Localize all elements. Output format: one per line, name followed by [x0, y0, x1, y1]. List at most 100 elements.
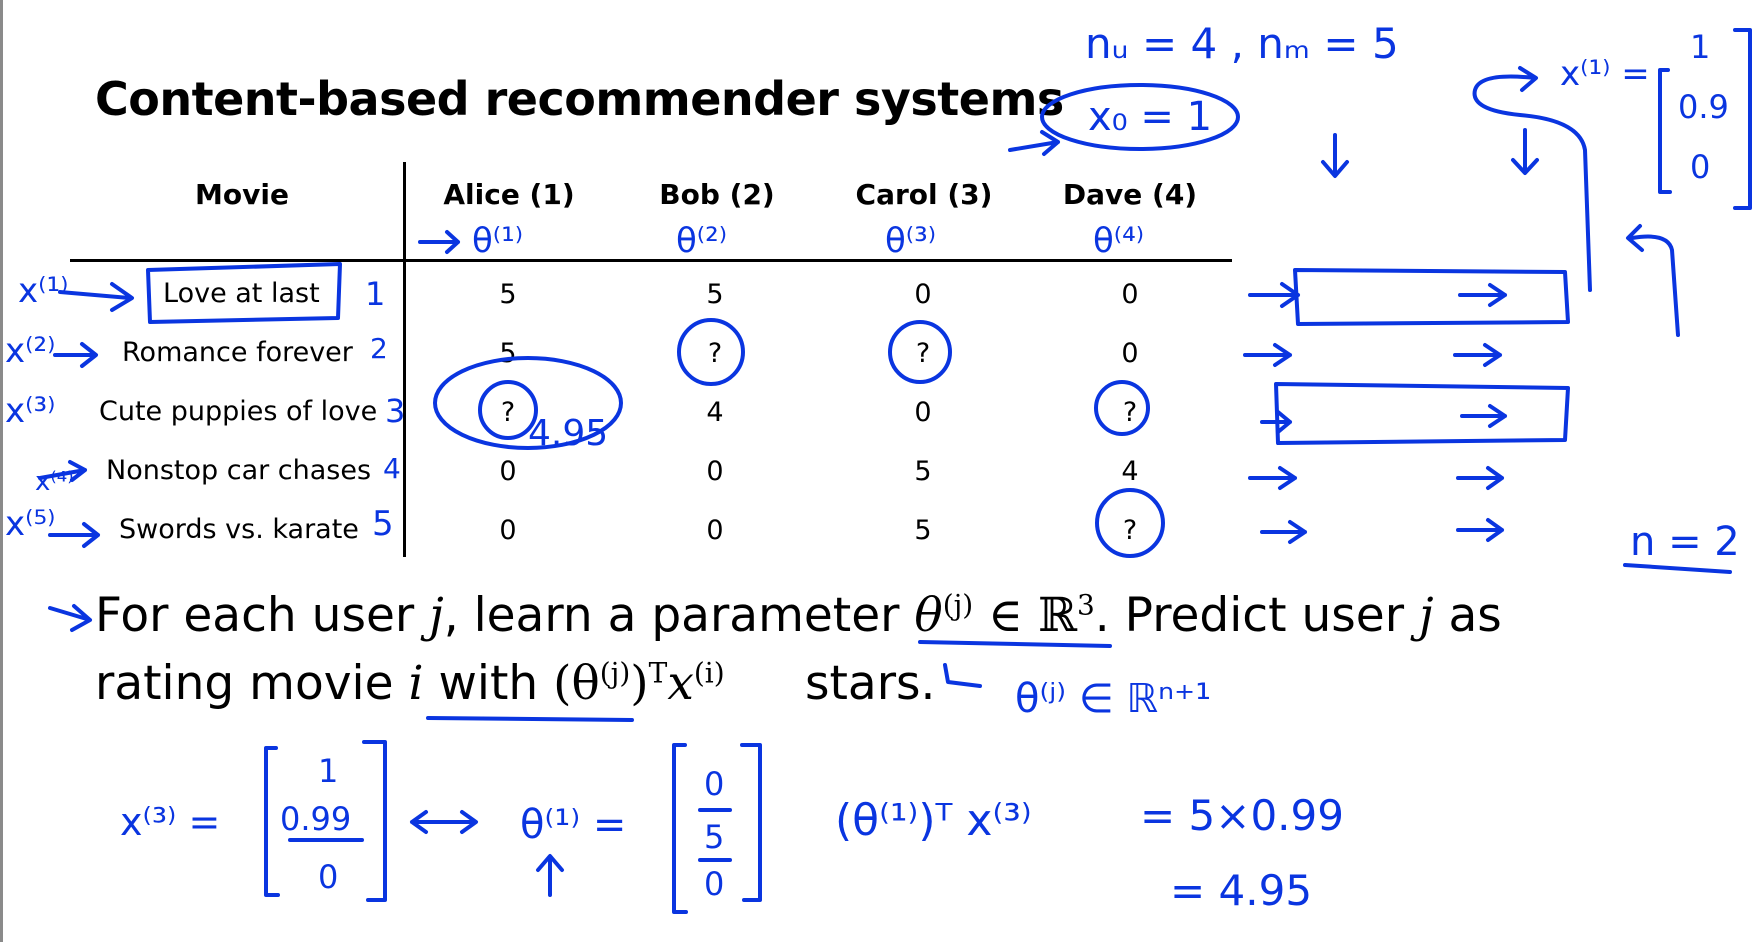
movie-name: Nonstop car chases: [106, 455, 372, 486]
underline-formula: [426, 716, 634, 722]
ink-x3-vector-value: 1: [318, 752, 338, 790]
rating-cell: 0: [914, 279, 932, 310]
header-movie: Movie: [195, 178, 289, 211]
ink-x1-vector-label: x⁽¹⁾ =: [1560, 54, 1650, 94]
rating-cell: 0: [914, 397, 932, 428]
header-carol: Carol (3): [855, 178, 993, 211]
hook-theta-r3: [943, 663, 982, 688]
arrow-up-theta1: [536, 854, 564, 897]
formula: ): [630, 656, 649, 711]
ink-prediction: 4.95: [528, 413, 608, 454]
ink-x4-label: x⁽⁴⁾: [35, 467, 74, 497]
underline-theta-r3: [918, 640, 1112, 648]
math-sup: (i): [693, 656, 725, 690]
ink-theta4: θ⁽⁴⁾: [1093, 221, 1144, 261]
ink-theta3: θ⁽³⁾: [885, 221, 936, 261]
arrow-r4b: [1456, 466, 1504, 490]
ink-n-equals: n = 2: [1630, 519, 1740, 565]
movie-name: Swords vs. karate: [119, 514, 359, 545]
ink-product-eq1: = 5×0.99: [1140, 791, 1344, 840]
ink-movie-index: 1: [365, 275, 385, 313]
ink-theta1-vector-label: θ⁽¹⁾ =: [520, 802, 626, 848]
row-box-3: [1274, 382, 1570, 445]
arrow-x1: [58, 282, 134, 312]
math-x: x: [667, 656, 694, 711]
circle-dave-q1: [1094, 380, 1150, 436]
ink-theta2: θ⁽²⁾: [676, 221, 727, 261]
ink-product-eq2: = 4.95: [1170, 866, 1312, 915]
rating-cell: 0: [499, 515, 517, 546]
table-header-rule: [70, 259, 1232, 262]
slide-title: Content-based recommender systems: [95, 72, 1064, 126]
math-sup: 3: [1076, 588, 1095, 622]
ink-movie-index: 3: [385, 392, 405, 430]
body-line-1: For each user j, learn a parameter θ(j) …: [95, 588, 1502, 643]
rating-cell: 0: [1121, 338, 1139, 369]
bracket-left-x1: [1658, 68, 1672, 194]
ink-x1-vector-value: 1: [1690, 28, 1710, 66]
text: with: [423, 656, 554, 711]
arrow-down-2: [1511, 128, 1539, 175]
arrow-r2a: [1243, 343, 1292, 367]
ink-movie-index: 2: [370, 332, 388, 365]
arrow-r2b: [1453, 343, 1502, 367]
bracket-right-x1: [1733, 28, 1752, 210]
ink-nu-nm: nᵤ = 4 , nₘ = 5: [1085, 19, 1399, 68]
arrow-r5b: [1456, 518, 1504, 542]
header-alice: Alice (1): [443, 178, 575, 211]
arrow-r3a: [1260, 410, 1292, 434]
ink-x0: x₀ = 1: [1088, 94, 1212, 140]
text: as: [1433, 588, 1502, 643]
bracket-left-x3: [264, 746, 280, 897]
circle-bob-q: [677, 318, 745, 386]
arrow-r1b: [1458, 283, 1507, 307]
text: rating movie: [95, 656, 409, 711]
arrow-x4: [38, 460, 87, 482]
circle-dave-q2: [1095, 488, 1165, 558]
x0-ellipse: [1040, 83, 1240, 151]
rating-cell: 0: [1121, 279, 1139, 310]
bracket-left-theta1: [672, 743, 688, 914]
ink-movie-index: 4: [383, 452, 401, 485]
text: . Predict user: [1094, 588, 1419, 643]
arrow-x5: [48, 522, 100, 548]
ink-x3-label: x⁽³⁾: [5, 391, 55, 431]
movie-name: Romance forever: [122, 337, 353, 368]
ink-product-label: (θ⁽¹⁾)ᵀ x⁽³⁾: [835, 795, 1032, 846]
rating-cell: ?: [1122, 515, 1138, 546]
ellipse-prediction: [433, 356, 623, 450]
ink-x1-label: x⁽¹⁾: [18, 271, 68, 311]
loop-arrow: [1472, 66, 1592, 292]
ink-movie-index: 5: [372, 504, 394, 544]
rating-cell: 5: [706, 279, 724, 310]
arrow-down-1: [1321, 133, 1349, 178]
slide-left-edge: [0, 0, 3, 942]
rating-cell: 0: [499, 456, 517, 487]
ink-theta1-vector-value: 0: [704, 765, 724, 803]
rating-cell: ?: [915, 338, 931, 369]
rating-cell: 5: [499, 279, 517, 310]
math-sup: T: [648, 656, 668, 690]
formula: (θ: [553, 656, 600, 711]
arrow-left-body: [48, 604, 92, 632]
arrow-r3b: [1460, 404, 1507, 428]
n2-underline: [1623, 563, 1732, 574]
math-theta: θ: [914, 588, 943, 643]
arrow-to-x0: [1008, 130, 1060, 156]
math-i: i: [408, 656, 424, 711]
ink-theta1: θ⁽¹⁾: [472, 221, 523, 261]
row-box-1: [1293, 268, 1570, 326]
bracket-right-x3: [362, 740, 387, 902]
ink-x1-vector-value: 0: [1690, 148, 1710, 186]
math-sup: (j): [942, 588, 974, 622]
rating-cell: 0: [706, 456, 724, 487]
math-in-reals: ∈ ℝ: [973, 588, 1077, 643]
movie-name: Love at last: [163, 278, 320, 309]
body-line-2: rating movie i with (θ(j))Tx(i): [95, 656, 725, 711]
ink-x3-vector-value: 0: [318, 858, 338, 896]
circle-carol-q: [888, 320, 952, 384]
box-love-at-last: [146, 262, 342, 324]
math-j: j: [1418, 588, 1434, 643]
arrow-r4a: [1248, 466, 1297, 490]
